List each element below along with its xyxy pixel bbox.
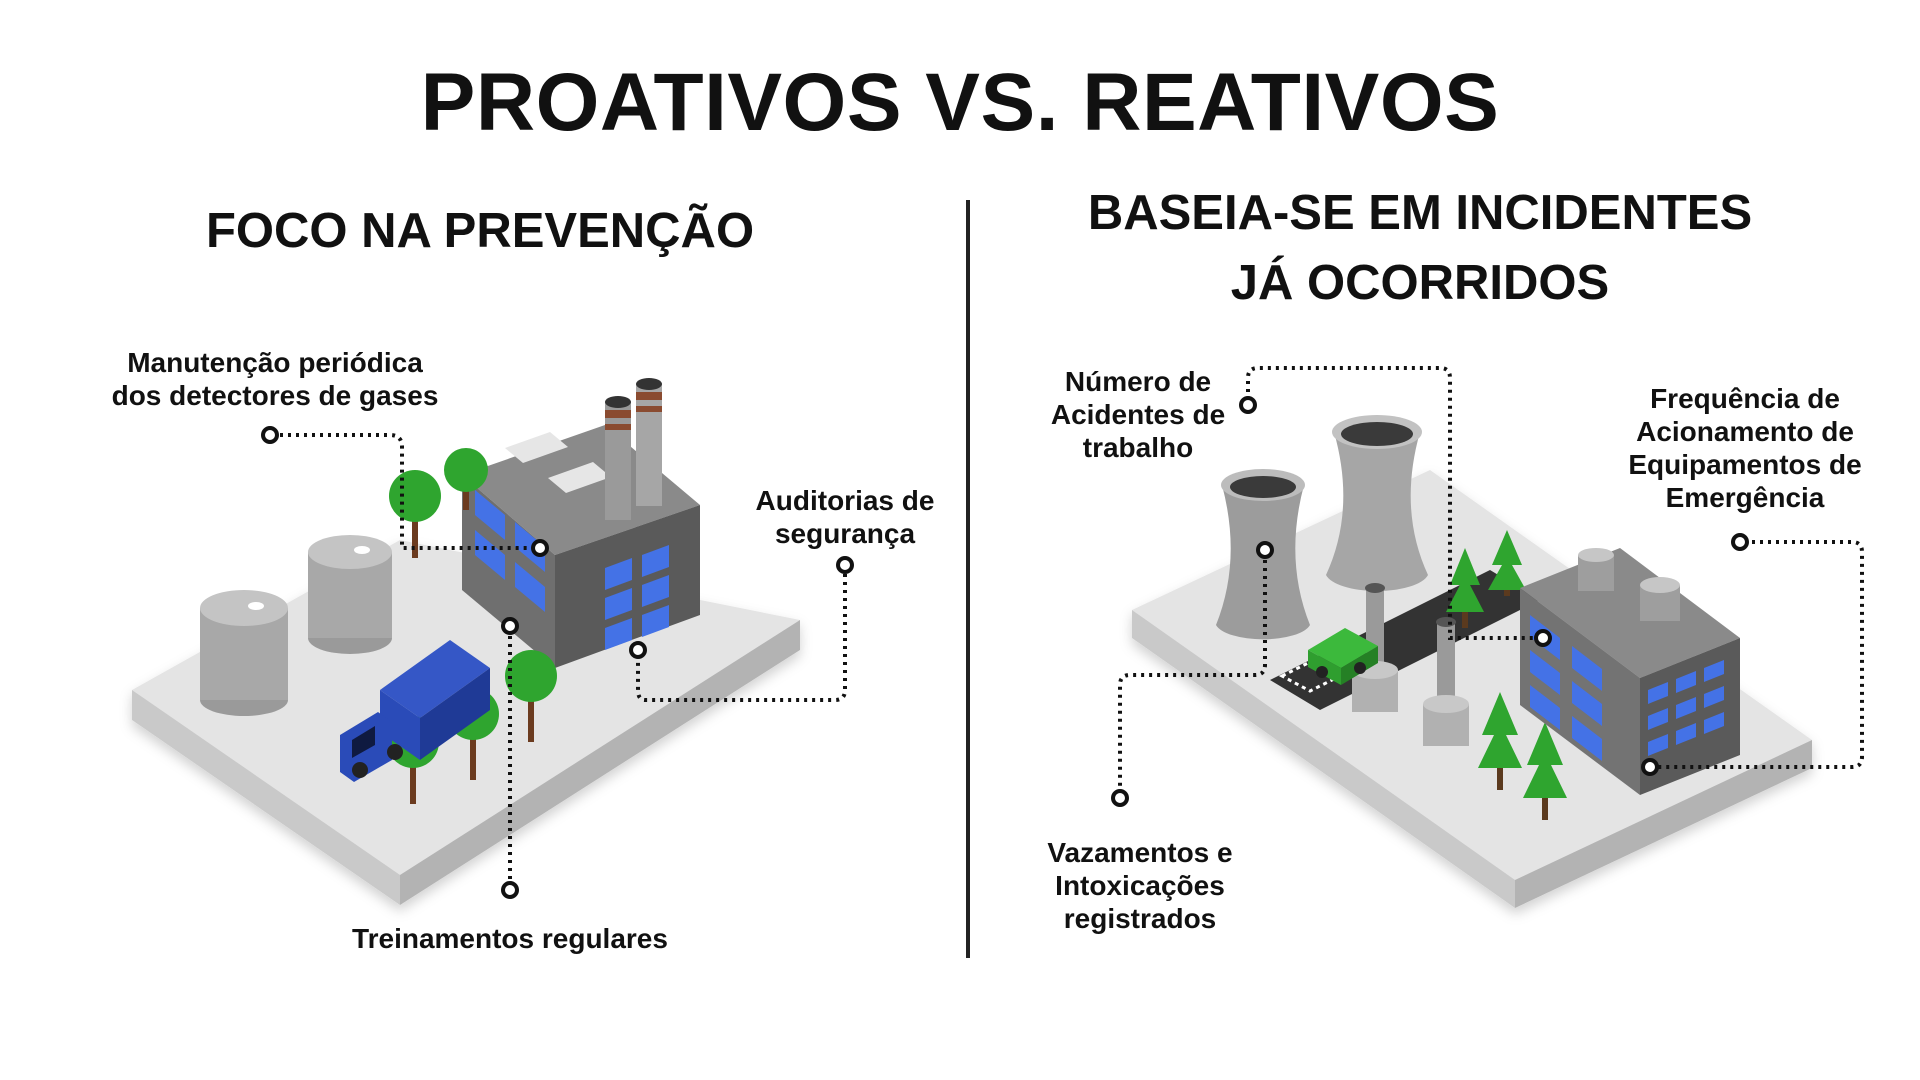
endpoint-dot-icon: [836, 556, 854, 574]
reactive-heading: BASEIA-SE EM INCIDENTES JÁ OCORRIDOS: [1060, 178, 1780, 318]
reactive-heading-line-2: JÁ OCORRIDOS: [1230, 256, 1610, 310]
label-leaks: Vazamentos e Intoxicações registrados: [1047, 837, 1233, 934]
endpoint-dot-icon: [1256, 541, 1274, 559]
proactive-heading: FOCO NA PREVENÇÃO: [205, 204, 755, 258]
pine-tree-icon: [1523, 722, 1567, 820]
endpoint-dot-icon: [1641, 758, 1659, 776]
label-accidents: Número de Acidentes de trabalho: [1050, 366, 1226, 463]
endpoint-dot-icon: [531, 539, 549, 557]
chimney-icon: [605, 396, 631, 520]
main-title: PROATIVOS VS. REATIVOS: [420, 57, 1500, 148]
label-maintenance: Manutenção periódica dos detectores de g…: [111, 347, 439, 411]
center-divider: [966, 200, 970, 958]
endpoint-dot-icon: [261, 426, 279, 444]
label-audits: Auditorias de segurança: [755, 485, 935, 549]
reactive-heading-line-1: BASEIA-SE EM INCIDENTES: [1087, 186, 1753, 240]
tree-icon: [389, 470, 441, 558]
endpoint-dot-icon: [1111, 789, 1129, 807]
pine-tree-icon: [1488, 530, 1526, 596]
storage-tank-icon: [200, 590, 288, 716]
reactive-plant-scene: [1111, 366, 1864, 908]
utility-truck-icon: [1308, 628, 1378, 685]
smokestack-icon: [1423, 617, 1469, 746]
label-emergency: Frequência de Acionamento de Equipamento…: [1628, 383, 1862, 513]
connector-endpoints: [1111, 396, 1749, 807]
tree-icon: [444, 448, 488, 510]
delivery-truck-icon: [340, 640, 490, 782]
endpoint-dot-icon: [1534, 629, 1552, 647]
proactive-factory-scene: [132, 378, 854, 905]
cooling-tower-icon: [1326, 415, 1428, 592]
connector-lines: [272, 433, 847, 888]
endpoint-dot-icon: [1239, 396, 1257, 414]
connector-lines: [1118, 366, 1864, 795]
pine-tree-icon: [1446, 548, 1484, 628]
chimney-icon: [636, 378, 662, 506]
endpoint-dot-icon: [629, 641, 647, 659]
endpoint-dot-icon: [501, 617, 519, 635]
label-training: Treinamentos regulares: [352, 923, 668, 954]
tree-icon: [505, 650, 557, 742]
pine-tree-icon: [1478, 692, 1522, 790]
storage-tank-icon: [308, 535, 392, 654]
endpoint-dot-icon: [1731, 533, 1749, 551]
endpoint-dot-icon: [501, 881, 519, 899]
connector-endpoints: [261, 426, 854, 899]
